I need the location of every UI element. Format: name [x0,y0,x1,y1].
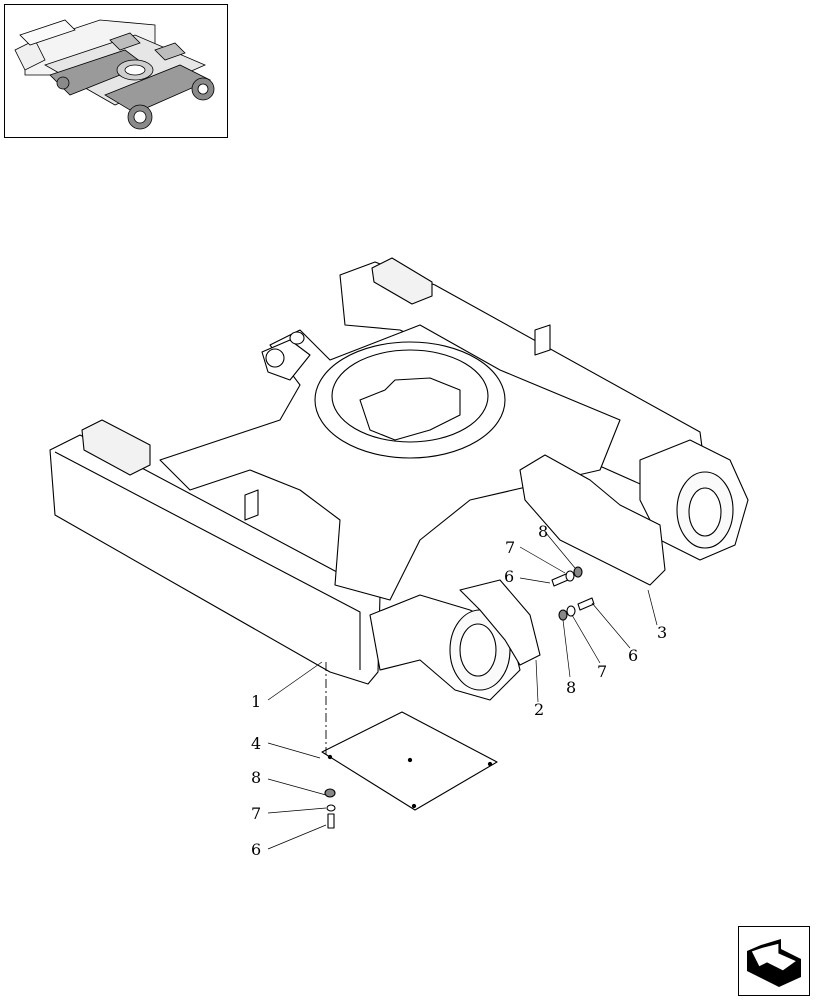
bolt-6c [327,813,335,829]
washer-8a [573,566,583,578]
washer-8b [558,609,568,621]
bracket-right [534,324,551,356]
return-arrow-icon [747,939,801,987]
washer-7c [326,804,336,812]
ring-opening [359,377,461,441]
callout-6: 6 [504,567,515,586]
machine-thumbnail [4,4,228,138]
return-arrow-button[interactable] [738,926,810,996]
part-3-cover [519,454,666,586]
callout-4: 4 [251,734,262,753]
callout-7: 7 [597,662,608,681]
bracket-left [244,489,259,521]
callout-8: 8 [538,522,549,541]
washer-7a [565,570,575,582]
callout-7: 7 [505,538,516,557]
washer-8c [324,788,336,798]
part-2-cover [459,579,541,666]
bolt-6b [577,597,595,611]
washer-7b [566,605,576,617]
callout-8: 8 [566,678,577,697]
callout-1: 1 [251,692,262,711]
callout-6: 6 [628,646,639,665]
front-pad [81,419,151,476]
machine-thumbnail-icon [14,19,215,130]
callout-6: 6 [251,840,262,859]
callout-2: 2 [534,700,545,719]
callout-7: 7 [251,804,262,823]
rear-pad [371,257,433,305]
callout-8: 8 [251,768,262,787]
callout-3: 3 [657,623,668,642]
